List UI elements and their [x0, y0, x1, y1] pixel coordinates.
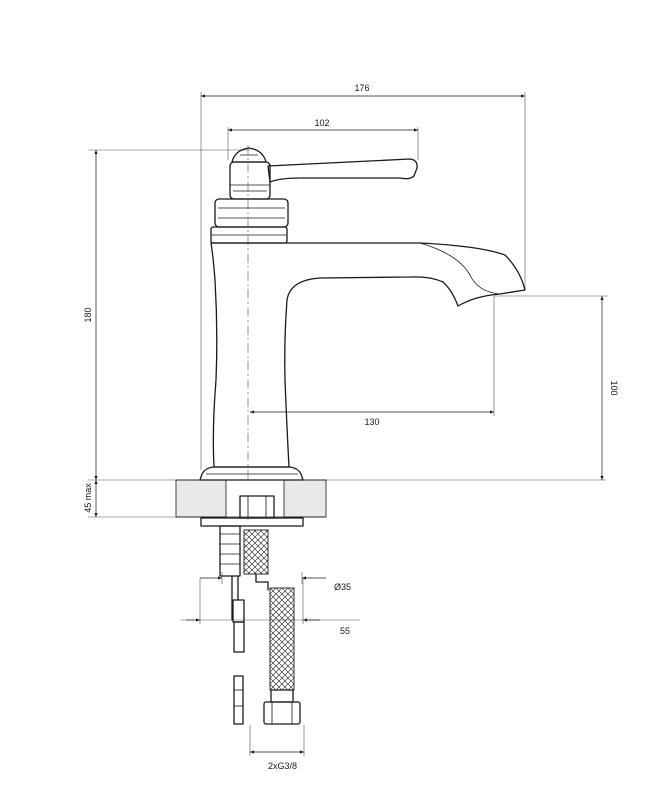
- dimension-handle-length: 102: [228, 118, 418, 132]
- dimension-base-width: 55: [186, 618, 350, 636]
- dimension-mounting-diameter: Ø35: [200, 572, 351, 592]
- mounting-assembly: [200, 495, 304, 725]
- countertop-section: [175, 479, 606, 519]
- dimension-label-45-max: 45 max: [83, 483, 93, 513]
- dimension-label-102: 102: [314, 118, 329, 128]
- flexible-hose-2: [263, 587, 301, 725]
- flexible-hose-1: [243, 529, 269, 591]
- dimension-connection-thread: 2xG3/8: [250, 750, 304, 771]
- dimension-total-height: 180: [83, 150, 98, 480]
- faucet-body: [199, 147, 526, 481]
- dimension-spout-reach: 130: [250, 410, 494, 427]
- dimension-label-diameter-35: Ø35: [334, 582, 351, 592]
- extension-lines: [88, 92, 608, 756]
- dimension-spout-height: 100: [600, 296, 619, 480]
- dimension-label-thread: 2xG3/8: [268, 761, 297, 771]
- dimension-label-176: 176: [354, 83, 369, 93]
- dimension-label-55: 55: [340, 626, 350, 636]
- dimension-counter-thickness: 45 max: [83, 480, 98, 517]
- dimension-label-100: 100: [609, 380, 619, 395]
- dimension-label-180: 180: [83, 307, 93, 322]
- dimension-label-130: 130: [364, 417, 379, 427]
- dimension-total-length: 176: [201, 83, 525, 98]
